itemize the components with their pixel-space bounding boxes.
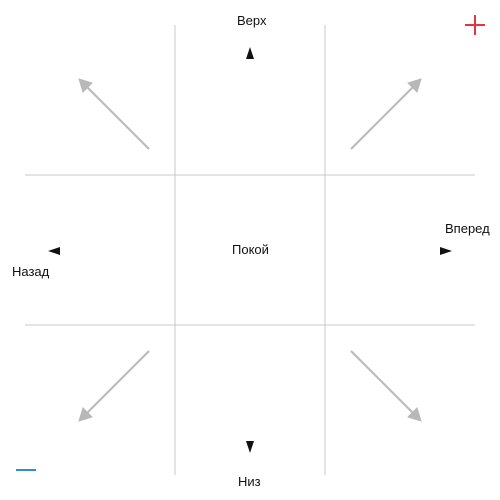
label-back: Назад [12,264,50,279]
label-forward: Вперед [445,221,490,236]
arrow-up-left[interactable] [78,78,150,150]
arrow-up-right[interactable] [350,78,422,150]
arrow-down-left[interactable] [78,350,150,422]
label-down: Низ [238,474,261,489]
arrow-back[interactable] [48,247,140,255]
label-up: Верх [237,13,267,28]
arrow-down[interactable] [246,360,254,453]
arrow-down-right[interactable] [350,350,422,422]
arrow-up[interactable] [246,47,254,140]
minus-button[interactable] [14,460,40,480]
grid [25,25,475,475]
plus-button[interactable] [462,12,488,38]
plus-icon [465,15,485,35]
arrow-forward[interactable] [358,247,452,255]
minus-icon [16,469,36,471]
label-rest[interactable]: Покой [232,242,269,257]
